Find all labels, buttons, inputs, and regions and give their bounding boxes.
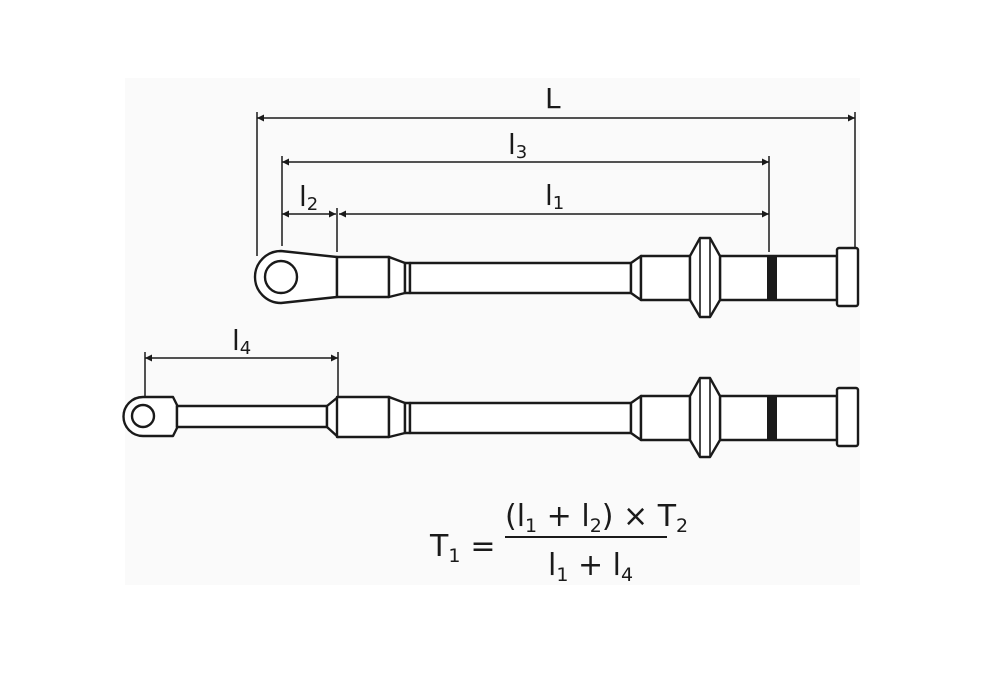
torque-wrench-with-extension [122, 376, 860, 459]
dimension-l1: l1 [339, 179, 769, 218]
end-cap [835, 246, 860, 308]
label-l4: l4 [232, 324, 251, 359]
label-L: L [545, 82, 561, 115]
dimension-l3: l3 [281, 128, 770, 252]
formula-lhs: T1= [429, 529, 496, 567]
dimension-l4: l4 [144, 324, 339, 398]
label-l3: l3 [508, 128, 527, 163]
extension-hole [130, 403, 156, 429]
label-l2: l2 [299, 180, 318, 215]
dimension-L: L [256, 82, 856, 256]
ring-hole [263, 259, 299, 295]
torque-wrench-standard [253, 236, 860, 319]
formula-denominator: l1 + l4 [548, 548, 633, 586]
grip-disc [688, 236, 722, 319]
marker-band [767, 256, 777, 300]
wrench-body [335, 236, 860, 319]
dimension-l2: l2 [282, 180, 338, 252]
formula-numerator: (l1 + l2) × T2 [505, 499, 688, 537]
torque-formula: T1= (l1 + l2) × T2 l1 + l4 [429, 499, 688, 586]
label-l1: l1 [545, 179, 564, 214]
extension-bar [175, 404, 329, 429]
